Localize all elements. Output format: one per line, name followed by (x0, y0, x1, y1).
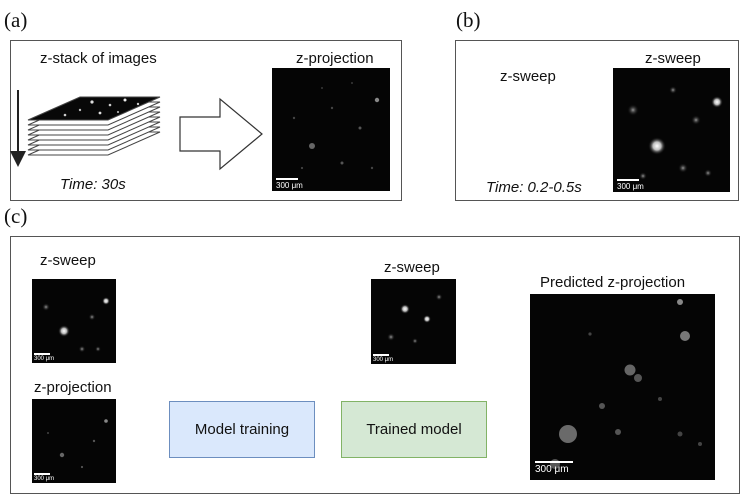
trained-model-box: Trained model (341, 401, 487, 458)
panel-a-label: (a) (4, 8, 28, 32)
time-caption-a: Time: 30s (60, 176, 126, 193)
z-sweep-image-b (613, 68, 730, 192)
block-arrow (179, 97, 263, 171)
scale-bar-new-sweep: 300 μm (373, 354, 393, 363)
time-caption-b: Time: 0.2-0.5s (486, 179, 582, 196)
predicted-projection-image (530, 294, 715, 480)
scale-bar-a: 300 μm (276, 178, 303, 190)
image-stack (27, 96, 161, 156)
scale-bar-input-sweep: 300 μm (34, 353, 54, 362)
z-stack-caption: z-stack of images (40, 50, 157, 67)
scale-bar-b: 300 μm (617, 179, 644, 191)
input-z-sweep-caption: z-sweep (40, 252, 96, 269)
input-z-projection-caption: z-projection (34, 379, 112, 396)
model-training-label: Model training (194, 421, 290, 438)
new-z-sweep-image (371, 279, 456, 364)
new-z-sweep-caption: z-sweep (384, 259, 440, 276)
scale-bar-input-projection: 300 μm (34, 473, 54, 482)
z-projection-image-a (272, 68, 390, 191)
model-training-box: Model training (169, 401, 315, 458)
trained-model-label: Trained model (366, 421, 462, 438)
z-projection-caption-a: z-projection (296, 50, 374, 67)
z-sweep-image-caption-b: z-sweep (645, 50, 701, 67)
input-z-projection-image (32, 399, 116, 483)
input-z-sweep-image (32, 279, 116, 363)
scale-bar-prediction: 300 μm (535, 461, 573, 475)
panel-b-label: (b) (456, 8, 481, 32)
panel-c-label: (c) (4, 204, 28, 228)
predicted-projection-caption: Predicted z-projection (540, 274, 686, 291)
z-sweep-block-caption: z-sweep (500, 68, 556, 85)
